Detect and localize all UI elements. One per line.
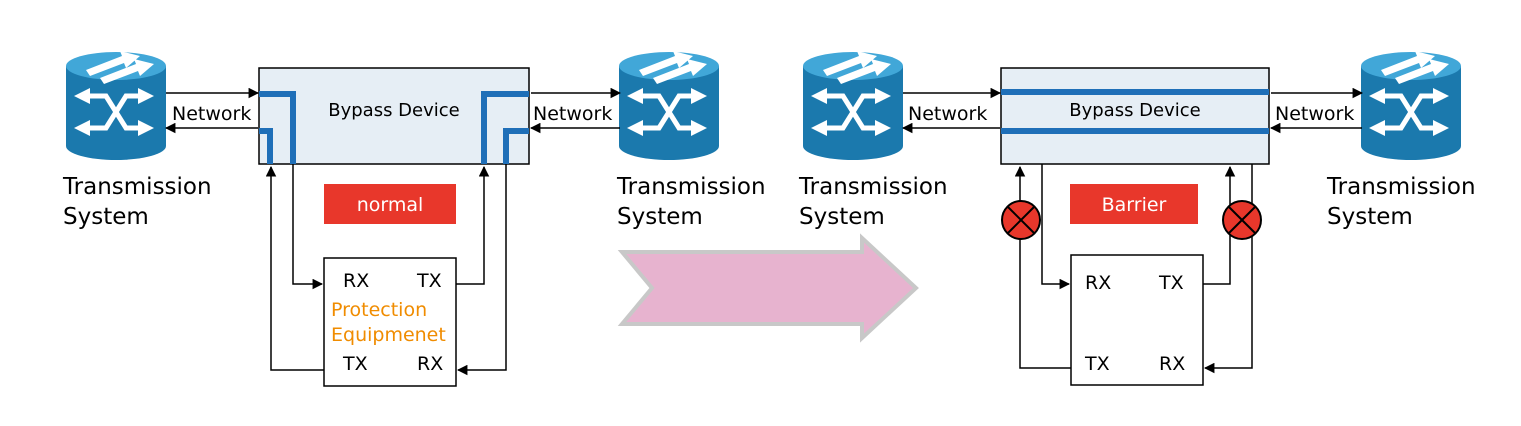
rx-port-label: RX <box>417 353 443 375</box>
router-label: System <box>63 204 149 230</box>
router-label: Transmission <box>798 174 948 200</box>
rx-port-label: RX <box>1159 353 1185 375</box>
rx-port-label: RX <box>1085 272 1111 294</box>
status-badge <box>1070 184 1198 224</box>
bypass-path <box>259 91 529 164</box>
router-label: System <box>617 204 703 230</box>
protection-equipment <box>1070 254 1204 386</box>
left-scene: Transmission System Transmission System … <box>62 51 766 387</box>
router-label: System <box>1327 204 1413 230</box>
router-icon <box>1361 51 1461 160</box>
device-label: Bypass Device <box>1069 100 1201 121</box>
router-icon <box>803 51 903 160</box>
equipment-links <box>265 164 507 376</box>
rx-port-label: RX <box>343 270 369 292</box>
tx-port-label: TX <box>342 353 368 375</box>
status-badge <box>324 184 456 224</box>
status-label: normal <box>357 194 424 216</box>
equipment-name: Protection <box>331 299 427 321</box>
device-label: Bypass Device <box>328 100 460 121</box>
network-label: Network <box>533 103 612 125</box>
router-icon <box>66 51 166 160</box>
status-label: Barrier <box>1102 194 1167 216</box>
tx-port-label: TX <box>1084 353 1110 375</box>
router-label: Transmission <box>616 174 766 200</box>
tx-port-label: TX <box>416 270 442 292</box>
right-scene: Transmission System Transmission System … <box>798 51 1476 386</box>
barrier-x-icon <box>1001 200 1041 240</box>
router-label: Transmission <box>1326 174 1476 200</box>
router-label: Transmission <box>62 174 212 200</box>
transition-arrow-icon <box>617 233 919 343</box>
network-label: Network <box>172 103 251 125</box>
router-label: System <box>799 204 885 230</box>
bypass-device <box>1000 67 1270 165</box>
barrier-x-icon <box>1222 200 1262 240</box>
network-label: Network <box>1275 103 1354 125</box>
tx-port-label: TX <box>1158 272 1184 294</box>
router-icon <box>619 51 719 160</box>
protection-equipment <box>323 257 457 387</box>
network-label: Network <box>908 103 987 125</box>
equipment-name: Equipmenet <box>331 324 446 346</box>
